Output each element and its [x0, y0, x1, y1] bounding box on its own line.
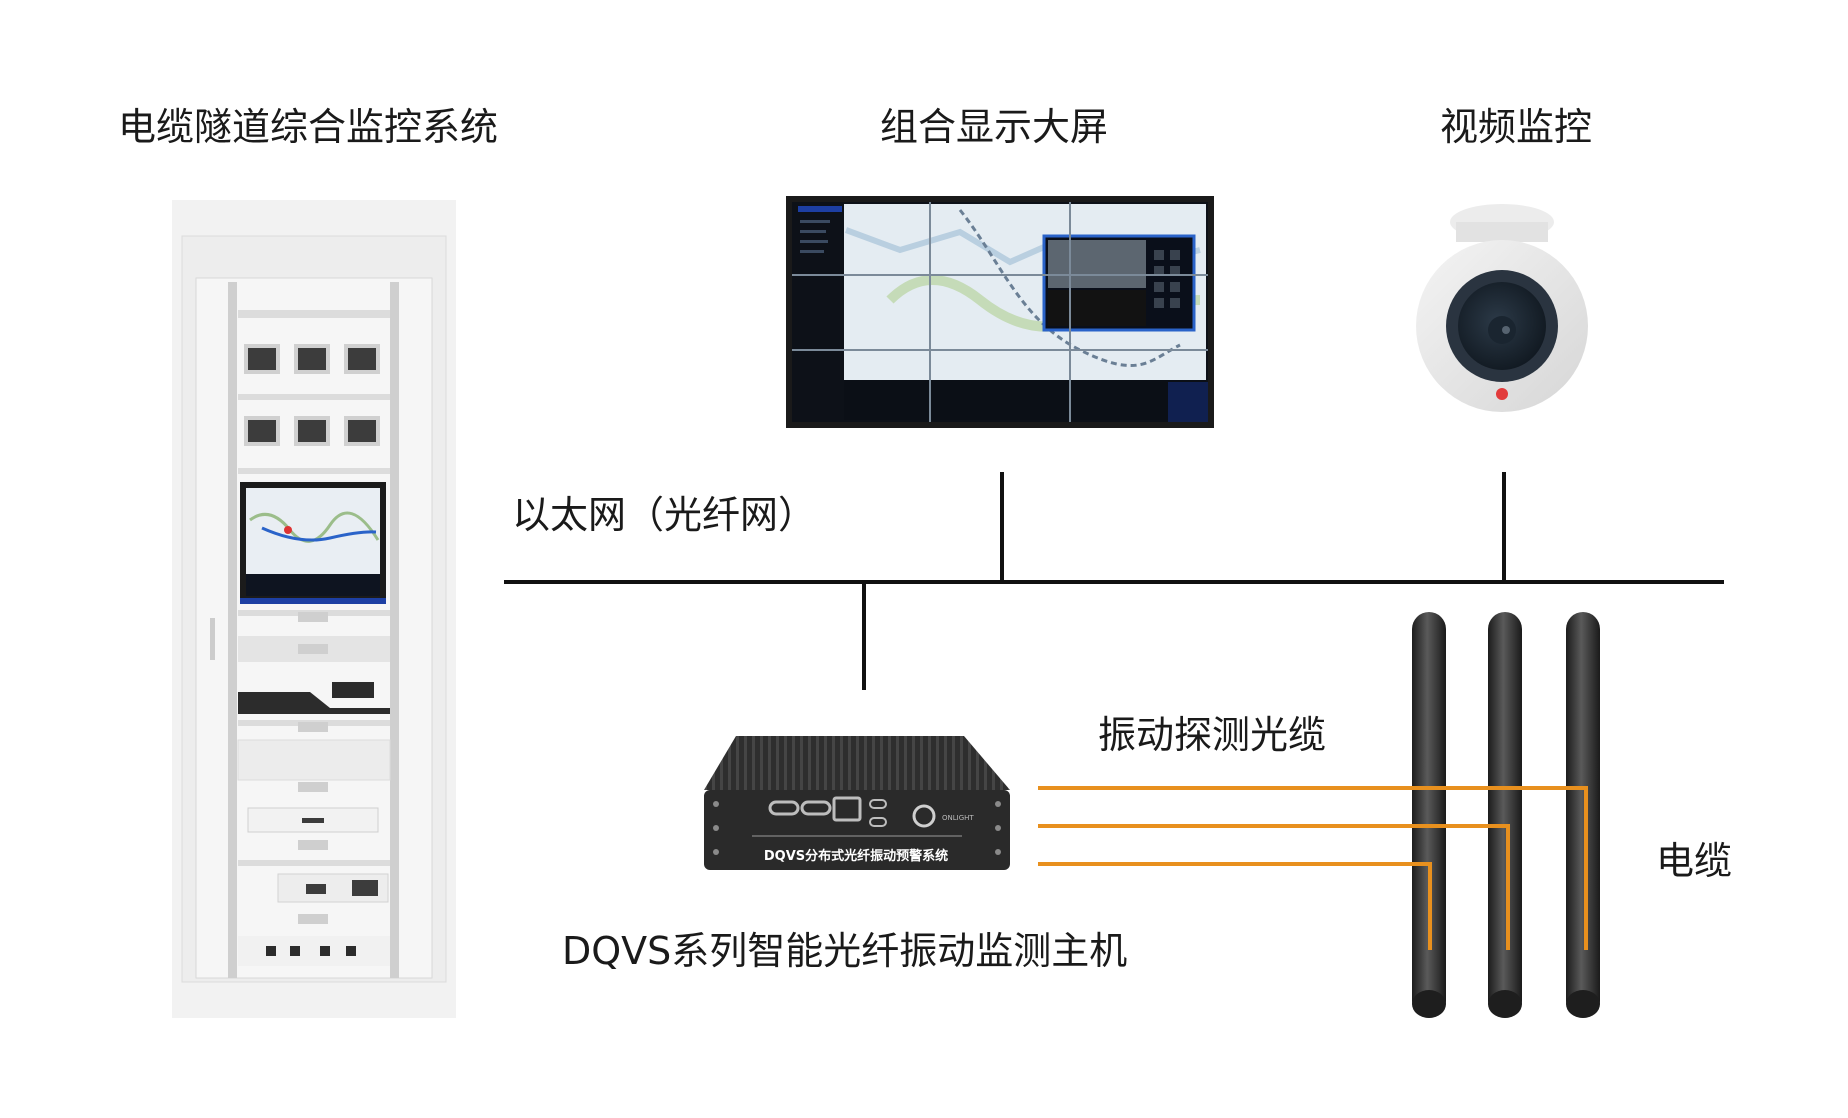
- camera-title: 视频监控: [1440, 105, 1593, 149]
- host-device: ONLIGHT DQVS分布式光纤振动预警系统: [704, 736, 1010, 870]
- ethernet-bus: [504, 472, 1724, 690]
- power-button-icon: [912, 804, 936, 828]
- fiber-label: 振动探测光缆: [1098, 713, 1327, 757]
- cabinet-lower-units: [237, 610, 391, 966]
- cabinet-monitor: [240, 482, 386, 604]
- video-wall: [786, 196, 1214, 428]
- network-label: 以太网（光纤网）: [512, 493, 817, 537]
- power-cables: [1412, 612, 1600, 1018]
- camera-icon: [1416, 204, 1588, 412]
- display-title: 组合显示大屏: [880, 105, 1109, 149]
- host-label: DQVS系列智能光纤振动监测主机: [562, 929, 1128, 973]
- cable-label: 电缆: [1656, 839, 1733, 883]
- host-ports: [768, 796, 887, 827]
- host-brand: ONLIGHT: [942, 814, 974, 822]
- vibration-fiber-lines: [1038, 786, 1588, 950]
- cabinet-title: 电缆隧道综合监控系统: [118, 105, 499, 149]
- monitoring-cabinet: [172, 200, 456, 1018]
- host-front-text: DQVS分布式光纤振动预警系统: [764, 848, 948, 864]
- cabinet-rack-panels: [238, 310, 390, 474]
